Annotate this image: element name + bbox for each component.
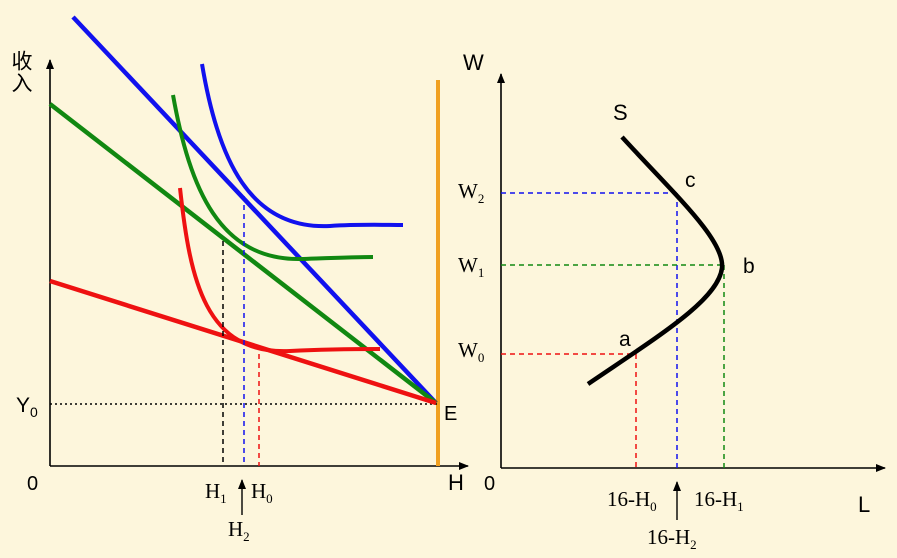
endpoint-e-label: E — [444, 403, 457, 425]
w2-label: W2 — [458, 179, 484, 206]
h0-label: H0 — [251, 479, 273, 506]
left-panel: 收入 0 H E Y0 H1 H0 H2 — [9, 15, 469, 544]
right-y-axis-label: W — [463, 50, 484, 75]
l0-label: 16-H0 — [607, 487, 657, 514]
point-a-label: a — [619, 328, 631, 351]
l1-label: 16-H1 — [694, 487, 744, 514]
supply-curve-label: S — [613, 100, 628, 125]
right-panel: W 0 L S c b a W2 W1 W0 16-H0 16-H1 16-H2 — [458, 50, 886, 552]
right-origin-label: 0 — [484, 473, 495, 495]
left-y-axis-label: 收入 — [9, 50, 33, 94]
labor-supply-curve — [586, 135, 725, 386]
right-x-axis-label: L — [858, 492, 870, 517]
left-x-axis-label: H — [448, 470, 464, 495]
green-indifference-curve — [171, 94, 374, 262]
w0-label: W0 — [458, 338, 484, 365]
point-c-label: c — [685, 169, 696, 192]
h1-label: H1 — [205, 479, 227, 506]
green-budget-line — [48, 102, 438, 405]
red-indifference-curve — [178, 187, 381, 354]
y0-label: Y0 — [16, 394, 38, 420]
l2-label: 16-H2 — [647, 525, 697, 552]
h2-label: H2 — [228, 517, 250, 544]
point-b-label: b — [743, 255, 755, 278]
left-origin-label: 0 — [27, 473, 38, 495]
w1-label: W1 — [458, 253, 484, 280]
blue-indifference-curve — [200, 63, 404, 229]
blue-budget-line — [71, 15, 438, 405]
